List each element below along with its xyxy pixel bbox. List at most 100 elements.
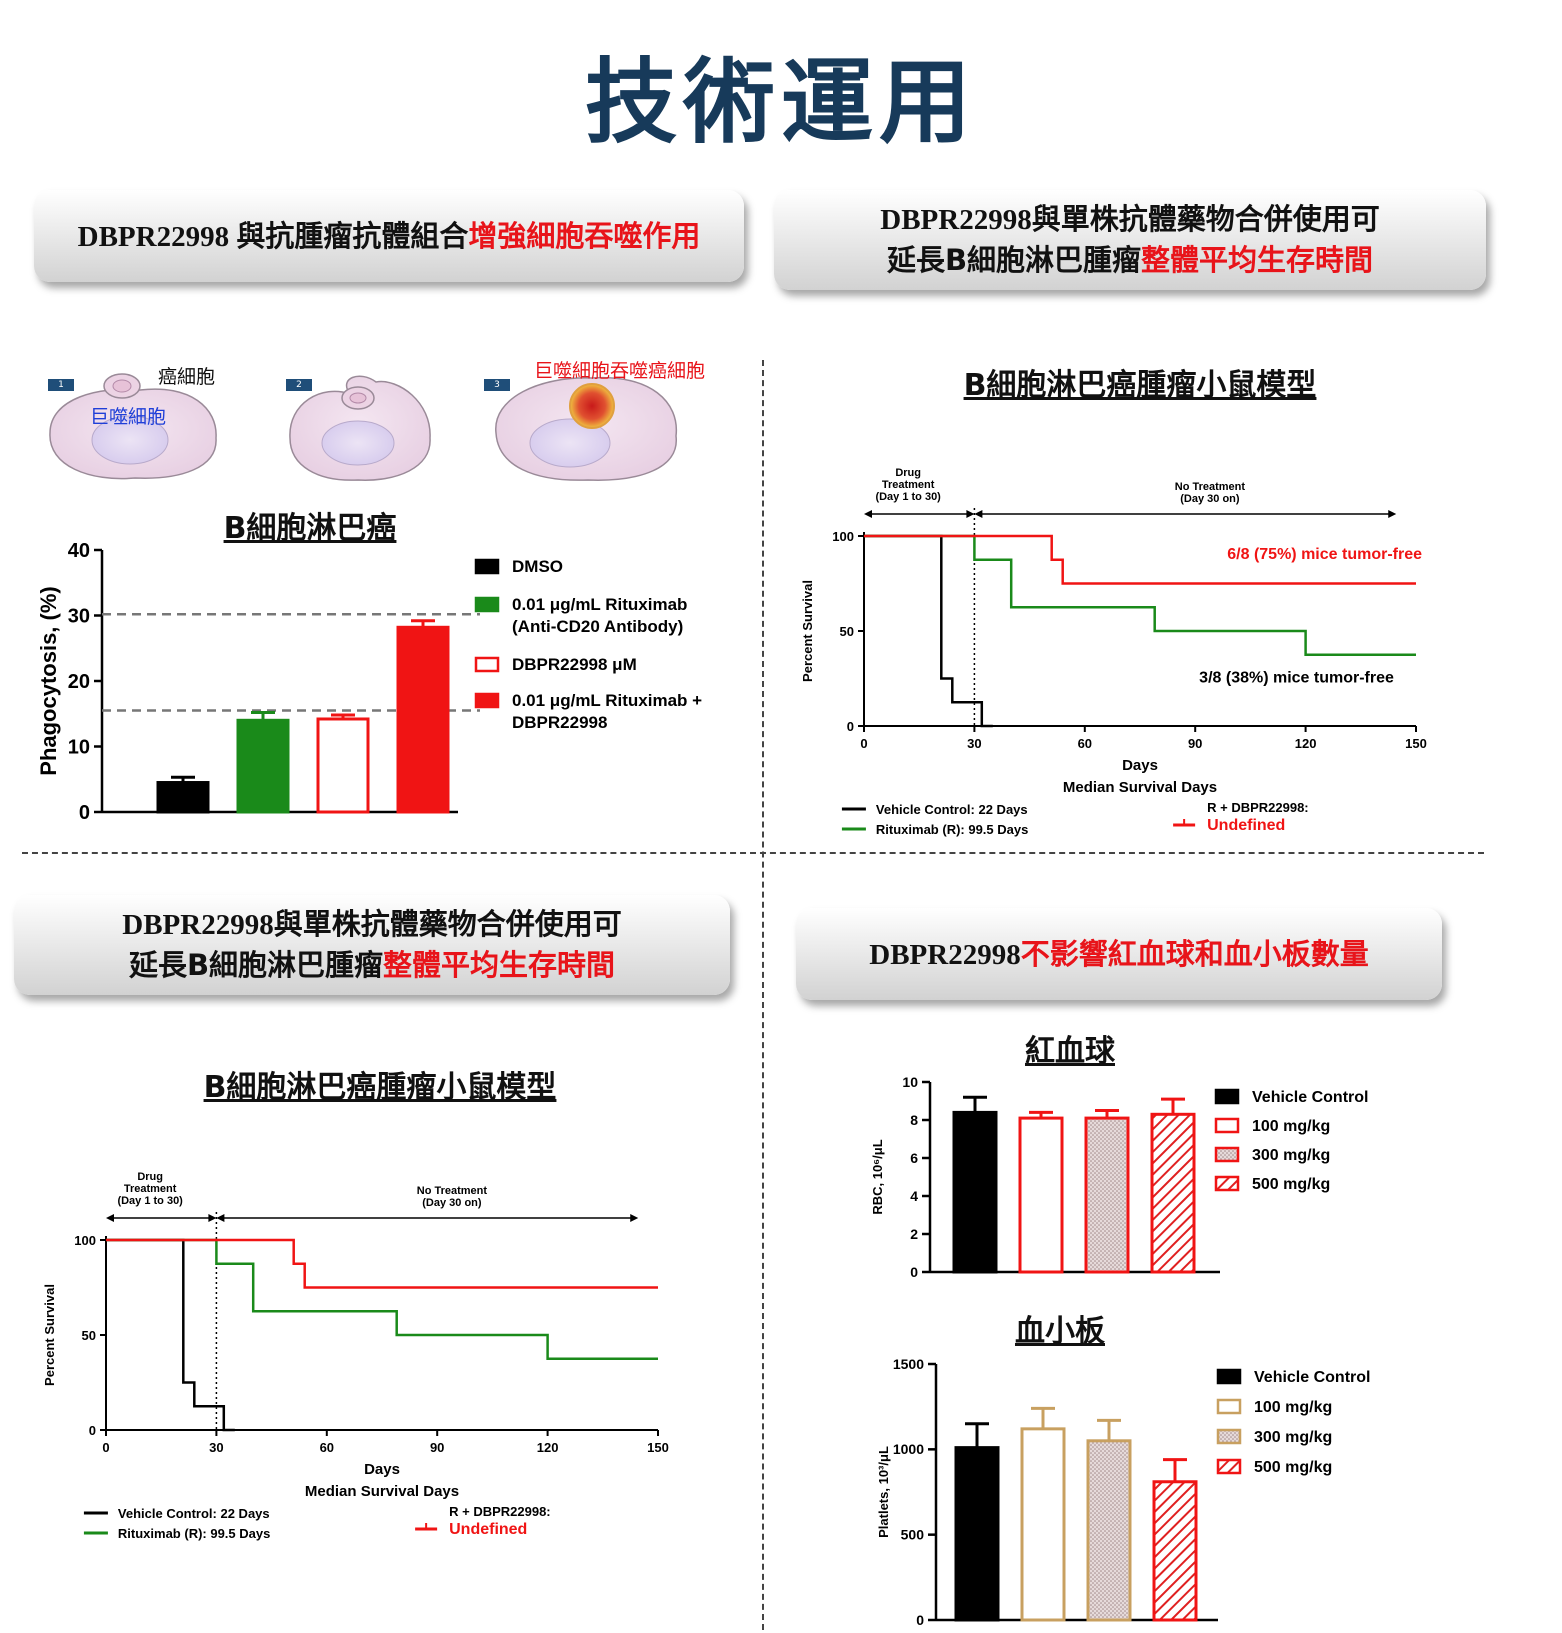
y-tick-label: 6 [910, 1150, 918, 1166]
legend-swatch [474, 656, 500, 673]
survival-line [864, 534, 1416, 585]
drug-treatment-label: Drug [137, 1171, 163, 1183]
banner-highlight: 整體平均生存時間 [1141, 243, 1374, 277]
legend-label: 300 mg/kg [1252, 1147, 1330, 1164]
legend-label: 500 mg/kg [1254, 1459, 1332, 1476]
bar [1084, 1116, 1130, 1274]
no-treatment-label: (Day 30 on) [422, 1197, 482, 1209]
legend-swatch [474, 558, 500, 575]
legend-label: Vehicle Control [1254, 1369, 1370, 1386]
engulfed-cancer-cell [569, 383, 615, 429]
banner-line2: 延長B細胞淋巴腫瘤 [128, 948, 384, 982]
bar [156, 781, 210, 814]
no-treatment-label: No Treatment [1175, 481, 1246, 493]
x-tick-label: 150 [647, 1440, 669, 1455]
legend-swatch [1214, 1175, 1240, 1192]
x-tick-label: 60 [1078, 736, 1092, 751]
y-tick-label: 8 [910, 1112, 918, 1128]
x-tick-label: 0 [860, 736, 867, 751]
legend-label: Rituximab (R): 99.5 Days [118, 1526, 270, 1541]
y-tick-label: 100 [832, 529, 854, 544]
y-tick-label: 1000 [893, 1441, 924, 1457]
y-tick-label: 0 [916, 1612, 924, 1628]
y-tick-label: 2 [910, 1226, 918, 1242]
y-tick-label: 0 [847, 719, 854, 734]
horizontal-divider [22, 852, 1484, 854]
y-tick-label: 0 [79, 802, 90, 824]
legend-swatch [1216, 1368, 1242, 1385]
survival-line [864, 534, 1416, 657]
drug-treatment-label: (Day 1 to 30) [875, 491, 941, 503]
x-axis-label: Days [364, 1461, 400, 1478]
x-tick-label: 60 [320, 1440, 334, 1455]
y-tick-label: 0 [910, 1264, 918, 1280]
y-axis-label: Percent Survival [42, 1284, 57, 1386]
legend-label: Vehicle Control: 22 Days [118, 1506, 270, 1521]
legend-swatch [474, 596, 500, 613]
median-title: Median Survival Days [305, 1483, 459, 1500]
macrophage-label: 巨噬細胞 [90, 406, 167, 428]
banner-highlight: 不影響紅血球和血小板數量 [1020, 936, 1369, 971]
annotation-red: 6/8 (75%) mice tumor-free [1227, 546, 1422, 563]
annotation-black: 3/8 (38%) mice tumor-free [1199, 670, 1394, 687]
legend-label: 0.01 μg/mL Rituximab [512, 595, 687, 614]
banner-highlight: 整體平均生存時間 [383, 948, 616, 982]
legend-label: Vehicle Control: 22 Days [876, 802, 1028, 817]
bar [954, 1446, 1000, 1622]
chart-title-platelets: 血小板 [1015, 1314, 1105, 1349]
y-tick-label: 500 [901, 1527, 925, 1543]
cell-illustrations [49, 373, 678, 481]
x-tick-label: 90 [1188, 736, 1202, 751]
drug-treatment-label: Drug [895, 467, 921, 479]
median-title: Median Survival Days [1063, 779, 1217, 796]
y-tick-label: 4 [910, 1188, 918, 1204]
legend-label: R + DBPR22998: [449, 1504, 551, 1519]
legend-label: 300 mg/kg [1254, 1429, 1332, 1446]
legend-swatch [474, 692, 500, 709]
y-tick-label: 10 [902, 1074, 918, 1090]
page-title: 技術運用 [584, 49, 977, 156]
bar [952, 1110, 998, 1274]
y-tick-label: 50 [82, 1328, 96, 1343]
x-tick-label: 30 [209, 1440, 223, 1455]
legend-label: 500 mg/kg [1252, 1176, 1330, 1193]
legend-swatch [1214, 1146, 1240, 1163]
legend-label: R + DBPR22998: [1207, 800, 1309, 815]
bar [316, 717, 370, 814]
chart-title-survival-bottom: B細胞淋巴癌腫瘤小鼠模型 [203, 1070, 557, 1105]
chart-title-rbc: 紅血球 [1025, 1034, 1115, 1069]
bar [1020, 1427, 1066, 1622]
banner-line1: DBPR22998與單株抗體藥物合併使用可 [122, 909, 622, 941]
drug-treatment-label: Treatment [124, 1183, 177, 1195]
step-badge: 3 [484, 379, 510, 391]
step-badge: 2 [286, 379, 312, 391]
no-treatment-label: No Treatment [417, 1185, 488, 1197]
survival-line [864, 534, 993, 728]
chart-title-phagocytosis: B細胞淋巴癌 [223, 511, 397, 546]
legend-label: DMSO [512, 557, 563, 576]
legend-label: 100 mg/kg [1252, 1118, 1330, 1135]
bar [236, 718, 290, 814]
no-treatment-label: (Day 30 on) [1180, 493, 1240, 505]
legend-label: Undefined [449, 1521, 527, 1538]
y-tick-label: 50 [840, 624, 854, 639]
bar [1086, 1439, 1132, 1622]
legend-label: Rituximab (R): 99.5 Days [876, 822, 1028, 837]
vertical-divider [762, 360, 764, 1630]
bar [1150, 1112, 1196, 1274]
banner-line1: DBPR22998與單株抗體藥物合併使用可 [880, 204, 1380, 236]
legend-label: 100 mg/kg [1254, 1399, 1332, 1416]
legend-label: DBPR22998 μM [512, 655, 637, 674]
legend-swatch [1216, 1398, 1242, 1415]
drug-treatment-label: (Day 1 to 30) [117, 1195, 183, 1207]
engulf-label: 巨噬細胞吞噬癌細胞 [534, 360, 706, 382]
legend-swatch [1214, 1117, 1240, 1134]
legend-label: DBPR22998 [512, 713, 607, 732]
banner-text: DBPR22998 [869, 938, 1021, 971]
step-badge: 1 [48, 379, 74, 391]
banner-phagocytosis: DBPR22998 與抗腫瘤抗體組合增強細胞吞噬作用 [34, 190, 744, 282]
x-tick-label: 90 [430, 1440, 444, 1455]
x-axis-label: Days [1122, 757, 1158, 774]
